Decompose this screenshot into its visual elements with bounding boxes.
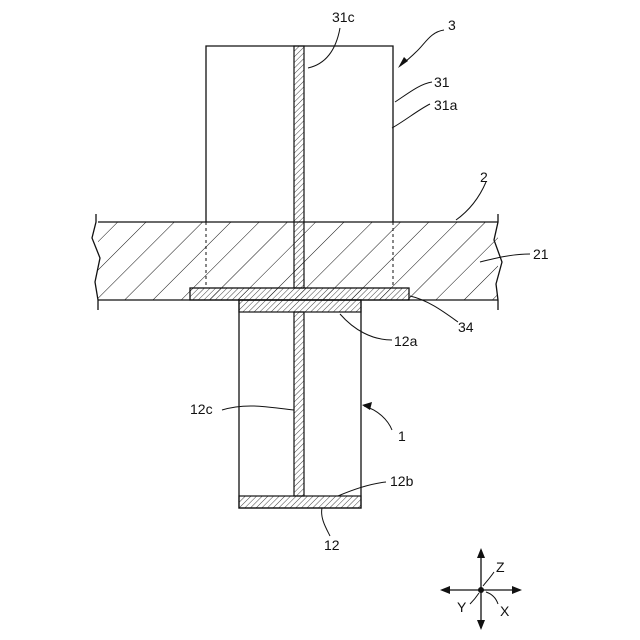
z-arrow-icon: [477, 548, 485, 558]
label-31: 31: [434, 74, 450, 90]
label-12: 12: [324, 537, 340, 553]
label-2: 2: [480, 169, 488, 185]
plate-34: [190, 288, 409, 300]
x-left-arrow-icon: [440, 586, 450, 594]
label-12a: 12a: [394, 333, 418, 349]
label-31a: 31a: [434, 97, 458, 113]
axis-label-x: X: [500, 603, 510, 619]
axis-label-z: Z: [496, 559, 505, 575]
label-31c: 31c: [332, 9, 355, 25]
member-1: [239, 300, 361, 508]
label-1: 1: [398, 428, 406, 444]
label-12b: 12b: [390, 473, 414, 489]
flange-12a: [239, 300, 361, 312]
z-down-arrow-icon: [477, 620, 485, 630]
label-34: 34: [458, 319, 474, 335]
web-12c: [294, 312, 304, 496]
axis-label-y: Y: [457, 599, 467, 615]
x-right-arrow-icon: [512, 586, 522, 594]
flange-12b: [239, 496, 361, 508]
label-21: 21: [533, 246, 549, 262]
web-31c: [294, 46, 304, 288]
label-3: 3: [448, 17, 456, 33]
coordinate-axes: Z Y X: [440, 548, 522, 630]
origin-dot: [478, 587, 484, 593]
label-12c: 12c: [190, 401, 213, 417]
